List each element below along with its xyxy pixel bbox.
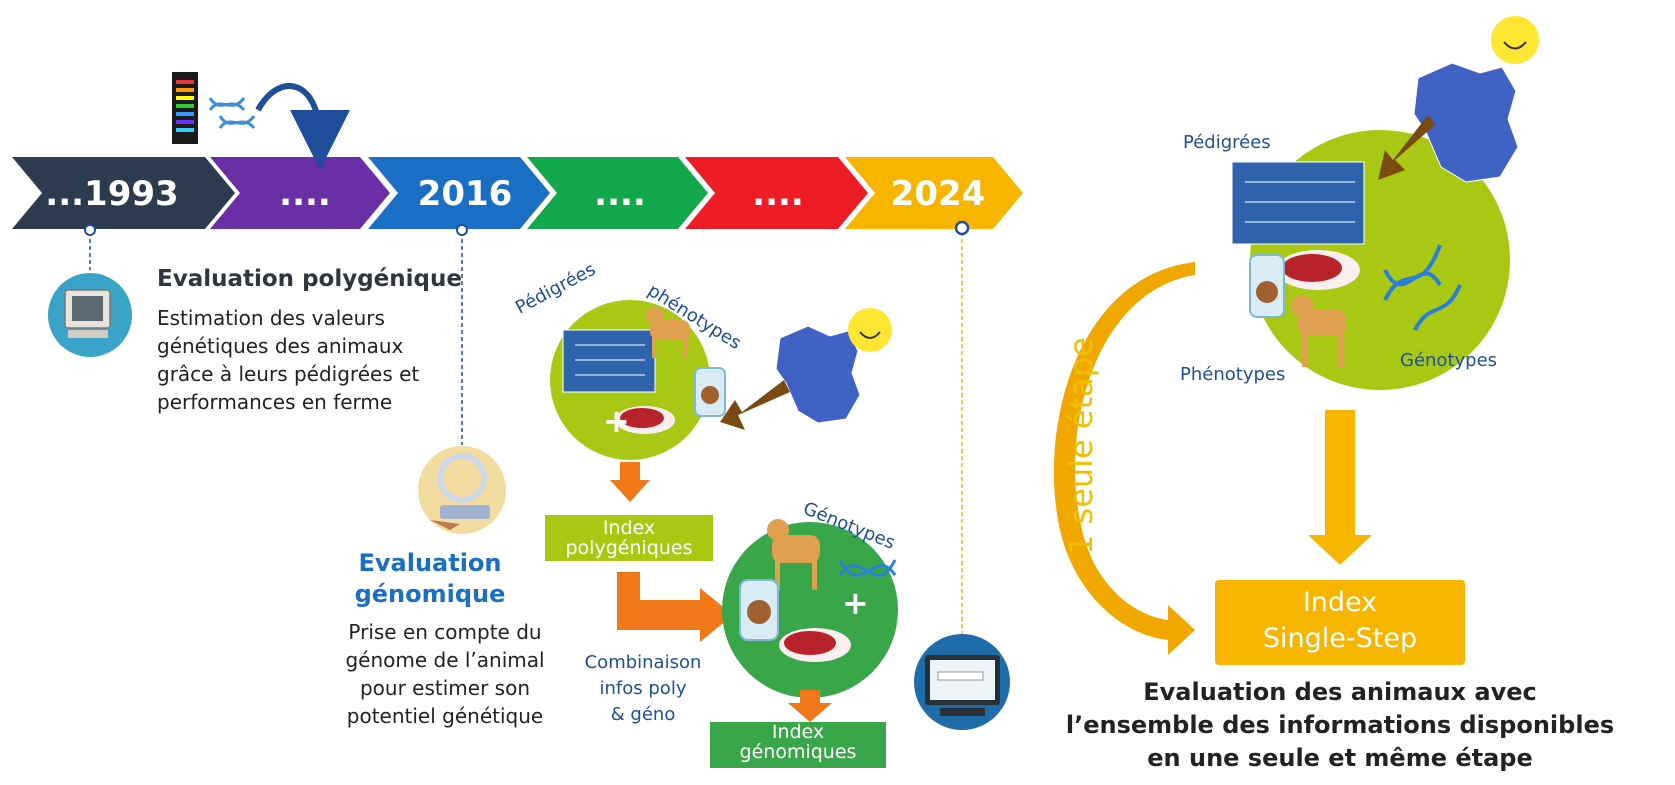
dna-icon — [208, 97, 256, 130]
timeline-step-1993 — [12, 157, 235, 229]
curved-arrow — [255, 83, 350, 170]
timeline-step-2024 — [845, 157, 1023, 229]
index-poly-line-2: polygéniques — [565, 537, 693, 559]
sun-icon-middle — [848, 308, 892, 352]
poly-title: Evaluation polygénique — [157, 266, 462, 292]
right-pedigrees-label: Pédigrées — [1183, 132, 1271, 153]
timeline-label-5: .... — [752, 174, 804, 214]
orange-elbow-arrow — [617, 572, 733, 642]
index-geno-line-2: génomiques — [739, 741, 857, 763]
right-genotypes-label: Génotypes — [1400, 350, 1498, 371]
poly-description: Estimation des valeurs génétiques des an… — [157, 304, 437, 416]
timeline-step-2 — [210, 157, 390, 229]
dna-icon-right — [1383, 244, 1462, 331]
brown-arrow-middle — [720, 380, 790, 430]
combinaison-label: Combinaison infos poly & géno — [578, 650, 708, 728]
meat-icon-right — [1276, 250, 1360, 290]
timeline-step-4 — [527, 157, 708, 229]
poly-line-1: Estimation des valeurs — [157, 306, 385, 330]
conclusion-text: Evaluation des animaux avec l’ensemble d… — [1020, 676, 1660, 775]
poly-line-2: génétiques des animaux — [157, 334, 404, 358]
timeline-label-4: .... — [594, 174, 646, 214]
yellow-arrow-down — [1308, 410, 1372, 565]
geno-line-2: génome de l’animal — [345, 648, 545, 672]
timeline: ...1993 .... 2016 .... .... 2024 — [12, 157, 1023, 229]
index-poly-box — [545, 515, 713, 561]
orange-arrow-down-2 — [788, 690, 832, 722]
timeline-markers — [84, 220, 970, 635]
brown-arrow-right — [1378, 115, 1435, 180]
index-geno-box — [710, 722, 886, 768]
geno-line-4: potentiel génétique — [346, 704, 544, 728]
plus-sign-geno: + — [842, 584, 869, 622]
milk-bottle-icon-right — [1249, 254, 1285, 318]
combinaison-line-3: & géno — [610, 704, 676, 725]
combinaison-line-1: Combinaison — [584, 652, 702, 673]
france-map-icon-middle — [775, 325, 861, 424]
calf-icon-small — [646, 307, 690, 358]
calf-icon-geno — [767, 519, 820, 590]
poly-line-3: grâce à leurs pédigrées et — [157, 362, 420, 386]
index-poly-label: Index polygéniques — [545, 518, 713, 558]
timeline-label-1993: ...1993 — [45, 174, 178, 214]
timeline-step-2016 — [368, 157, 550, 229]
geno-title-line-2: génomique — [354, 580, 506, 608]
index-single-step-label: Index Single-Step — [1215, 585, 1465, 657]
one-step-label: 1 seule étape — [1062, 337, 1100, 555]
geno-title: Evaluation génomique — [340, 548, 520, 610]
pedigree-table-icon — [562, 329, 656, 393]
sun-icon-right — [1491, 16, 1539, 64]
index-geno-label: Index génomiques — [710, 722, 886, 762]
geno-line-3: pour estimer son — [359, 676, 530, 700]
index-single-step-line-2: Single-Step — [1262, 623, 1418, 654]
old-computer-icon — [48, 273, 132, 357]
timeline-step-5 — [685, 157, 868, 229]
index-poly-line-1: Index — [602, 517, 656, 539]
sequencer-icon — [172, 72, 198, 144]
combinaison-line-2: infos poly — [599, 678, 687, 699]
calf-icon-right — [1291, 295, 1346, 367]
poly-line-4: performances en ferme — [157, 390, 393, 414]
genomic-lab-icon — [418, 446, 506, 534]
index-geno-line-1: Index — [771, 721, 825, 743]
milk-bottle-icon-small — [694, 367, 726, 417]
plus-sign-poly: + — [603, 402, 630, 440]
index-single-step-line-1: Index — [1302, 587, 1378, 618]
timeline-label-2: .... — [279, 174, 331, 214]
geno-title-line-1: Evaluation — [358, 549, 502, 577]
orange-arrow-down-1 — [610, 462, 650, 502]
milk-bottle-icon-geno — [739, 579, 779, 641]
computer-icon — [914, 634, 1010, 730]
geno-line-1: Prise en compte du — [348, 620, 542, 644]
conclusion-line-3: en une seule et même étape — [1147, 744, 1533, 772]
conclusion-line-1: Evaluation des animaux avec — [1143, 678, 1537, 706]
index-single-step-box — [1215, 580, 1465, 665]
conclusion-line-2: l’ensemble des informations disponibles — [1065, 711, 1615, 739]
meat-icon-small — [615, 406, 675, 434]
pedigree-table-icon-right — [1231, 161, 1365, 245]
geno-description: Prise en compte du génome de l’animal po… — [335, 618, 555, 730]
timeline-label-2016: 2016 — [418, 174, 513, 214]
right-phenotypes-label: Phénotypes — [1180, 364, 1286, 385]
dna-icon-geno — [838, 559, 897, 577]
one-step-curved-arrow — [1053, 262, 1195, 655]
timeline-label-2024: 2024 — [891, 174, 986, 214]
meat-icon-geno — [779, 628, 851, 662]
